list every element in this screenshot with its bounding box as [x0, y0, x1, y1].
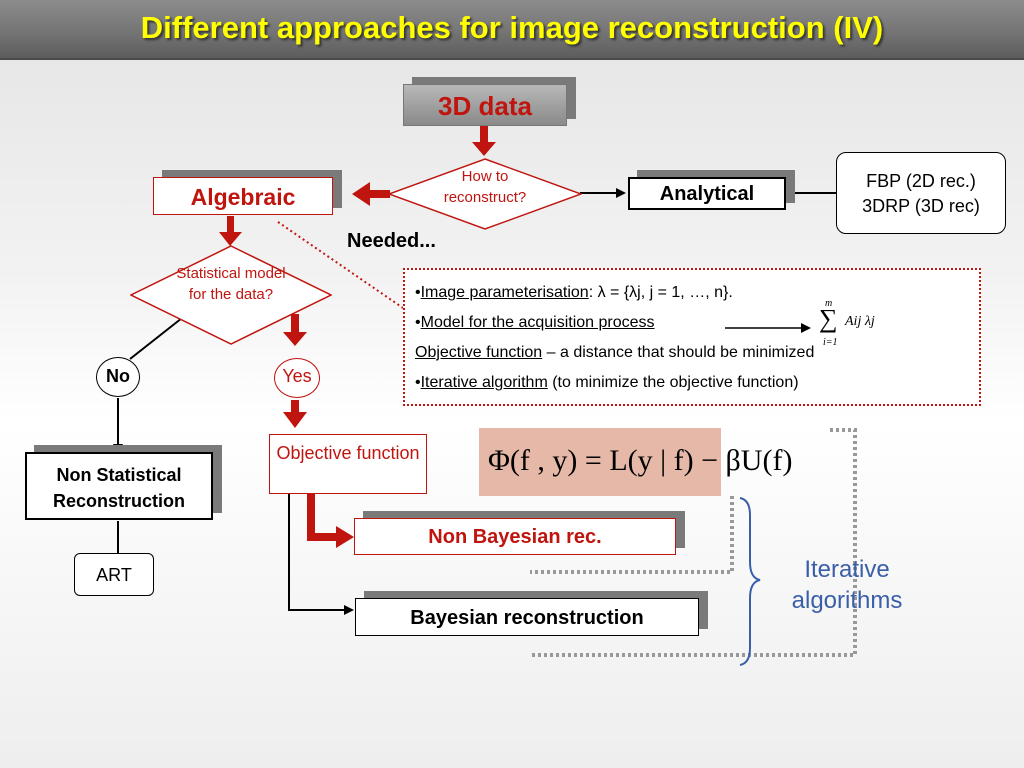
bullet-1: • — [415, 284, 421, 301]
fbp-line: FBP (2D rec.) — [866, 171, 976, 191]
sum-bottom: i=1 — [823, 337, 838, 348]
algebraic-label: Algebraic — [190, 184, 296, 210]
how-to-diamond — [388, 158, 582, 230]
art-box: ART — [74, 553, 154, 596]
needed-label: Needed... — [347, 230, 436, 252]
objective-box: Objective function — [269, 434, 427, 494]
objective-label: Objective function — [276, 443, 420, 463]
objective-function-term: Objective function — [415, 344, 543, 361]
arrow-yes-to-objective — [283, 400, 307, 428]
algebraic-box: Algebraic — [153, 177, 333, 215]
objective-formula: Φ(f , y) = L(y | f) − βU(f) — [488, 444, 793, 477]
bayesian-box: Bayesian reconstruction — [355, 598, 699, 636]
iterative-algorithm-term: Iterative algorithm — [420, 374, 548, 391]
art-label: ART — [96, 565, 132, 585]
yes-label: Yes — [282, 366, 312, 386]
needed-line-2: •Model for the acquisition process — [415, 314, 655, 332]
title-bar: Different approaches for image reconstru… — [0, 0, 1024, 60]
drp-line: 3DRP (3D rec) — [862, 196, 980, 216]
line-statistical-to-no — [129, 317, 183, 360]
arrow-how-to-algebraic — [352, 182, 390, 206]
needed-line-4: •Iterative algorithm (to minimize the ob… — [415, 374, 799, 392]
nonbayesian-box: Non Bayesian rec. — [354, 518, 676, 555]
image-parameterisation-term: Image parameterisation — [420, 284, 589, 301]
slide-title: Different approaches for image reconstru… — [140, 10, 884, 45]
arrow-statistical-to-yes — [283, 314, 307, 346]
needed-box: •Image parameterisation: λ = {λj, j = 1,… — [403, 268, 981, 406]
needed-line-1: •Image parameterisation: λ = {λj, j = 1,… — [415, 284, 733, 302]
sum-top: m — [825, 298, 833, 309]
bullet-4: • — [415, 374, 421, 391]
needed-line-3: Objective function – a distance that sho… — [415, 344, 814, 362]
no-circle: No — [96, 357, 140, 397]
objective-function-rest: – a distance that should be minimized — [542, 344, 815, 361]
analytical-box: Analytical — [628, 177, 786, 210]
dotted-formula-to-bayesian — [532, 428, 857, 657]
objective-formula-bg — [479, 428, 721, 496]
arrow-algebraic-to-statistical — [219, 216, 242, 246]
nonstat-label: Non Statistical Reconstruction — [52, 465, 185, 511]
nonstat-box: Non Statistical Reconstruction — [25, 452, 213, 520]
iterative-algorithm-rest: (to minimize the objective function) — [547, 374, 799, 391]
image-parameterisation-rest: : λ = {λj, j = 1, …, n}. — [588, 284, 733, 301]
nonbayesian-label: Non Bayesian rec. — [428, 526, 602, 548]
acquisition-model-term: Model for the acquisition process — [420, 314, 655, 331]
bayesian-label: Bayesian reconstruction — [410, 607, 644, 629]
data3d-label: 3D data — [438, 91, 532, 121]
sum-symbol: ∑ — [819, 304, 838, 333]
bullet-2: • — [415, 314, 421, 331]
analytical-label: Analytical — [659, 183, 755, 205]
statistical-diamond — [130, 245, 332, 345]
sum-body: Aij λj — [845, 314, 875, 329]
acquisition-arrow — [725, 323, 811, 333]
arrow-data-to-how — [472, 126, 496, 156]
dotted-formula-to-nonbayesian — [530, 496, 734, 574]
dotted-algebraic-to-needed — [277, 221, 404, 309]
data3d-box: 3D data — [403, 84, 567, 126]
iterative-label: Iterative algorithms — [791, 556, 903, 614]
yes-circle: Yes — [274, 358, 320, 398]
no-label: No — [106, 366, 130, 386]
how-to-label: How to reconstruct? — [443, 168, 527, 206]
statistical-label: Statistical model for the data? — [176, 265, 286, 303]
arrow-objective-to-nonbayesian — [307, 494, 354, 548]
fbp-box: FBP (2D rec.) 3DRP (3D rec) — [836, 152, 1006, 234]
curly-brace — [739, 497, 761, 666]
arrow-objective-to-bayesian — [288, 494, 354, 615]
